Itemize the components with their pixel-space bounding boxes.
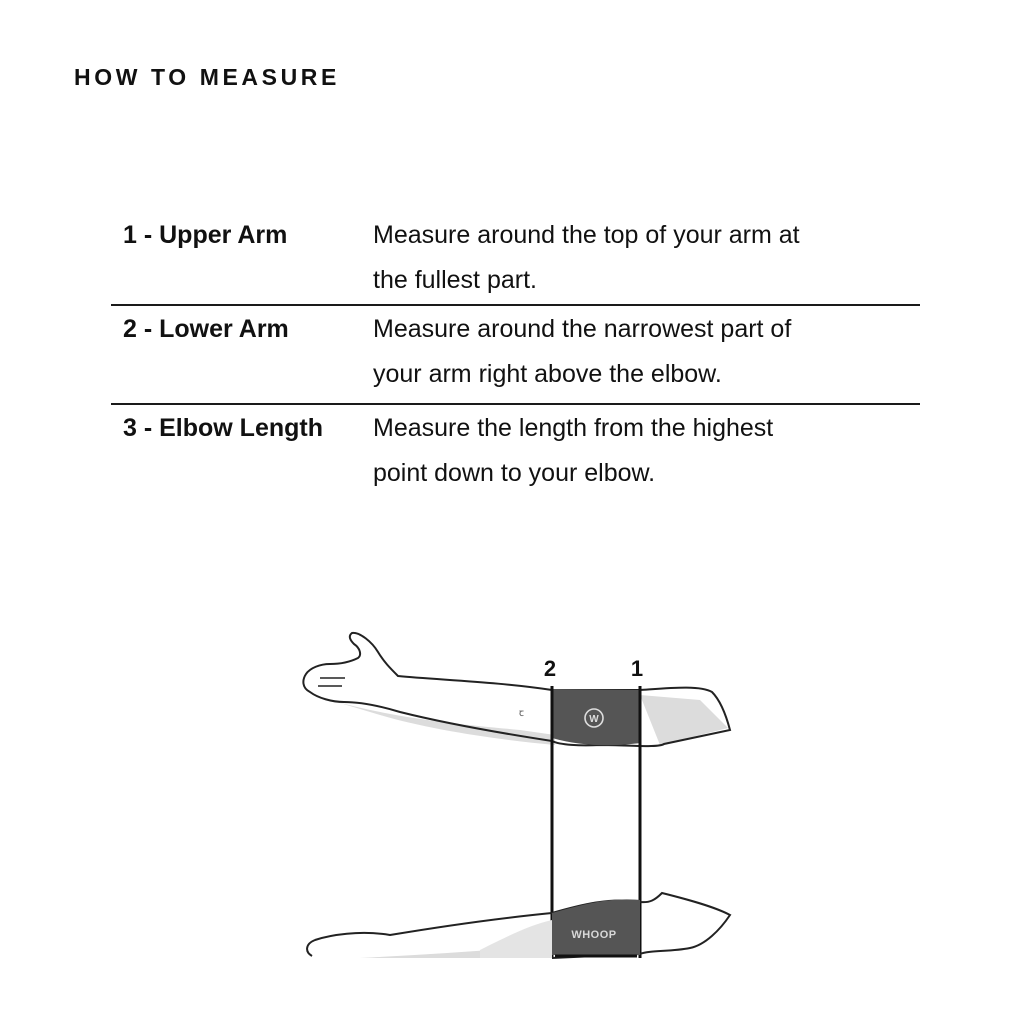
description-line: Measure around the top of your arm at [373, 221, 800, 249]
marker-1-label: 1 [631, 656, 643, 681]
term-lower-arm: 2 - Lower Arm [123, 315, 289, 343]
svg-text:ꞇ: ꞇ [519, 708, 524, 719]
description-line: the fullest part. [373, 266, 537, 294]
description-line: point down to your elbow. [373, 459, 656, 487]
marker-2-label: 2 [544, 656, 556, 681]
measurement-row-elbow-length: 3 - Elbow Length Measure the length from… [111, 405, 920, 504]
description-line: Measure the length from the highest [373, 414, 774, 442]
page-heading: HOW TO MEASURE [74, 64, 340, 90]
description-lower-arm: Measure around the narrowest part of you… [373, 306, 920, 405]
description-elbow-length: Measure the length from the highest poin… [373, 405, 920, 504]
term-upper-arm: 1 - Upper Arm [123, 221, 288, 249]
top-arm-icon: ꞇ W [302, 631, 732, 748]
row-divider [111, 403, 920, 405]
arm-measurement-illustration: ꞇ W 2 1 WHOOP [302, 631, 732, 959]
description-upper-arm: Measure around the top of your arm at th… [373, 212, 920, 306]
measurement-row-upper-arm: 1 - Upper Arm Measure around the top of … [111, 212, 920, 306]
row-divider [111, 304, 920, 306]
description-line: Measure around the narrowest part of [373, 315, 792, 343]
measurement-table: 1 - Upper Arm Measure around the top of … [111, 212, 920, 504]
whoop-band-logo: WHOOP [571, 929, 616, 941]
description-line: your arm right above the elbow. [373, 360, 722, 388]
measurement-row-lower-arm: 2 - Lower Arm Measure around the narrowe… [111, 306, 920, 405]
term-elbow-length: 3 - Elbow Length [123, 414, 323, 442]
svg-text:W: W [589, 714, 599, 725]
bottom-arm-icon: WHOOP [306, 891, 732, 959]
